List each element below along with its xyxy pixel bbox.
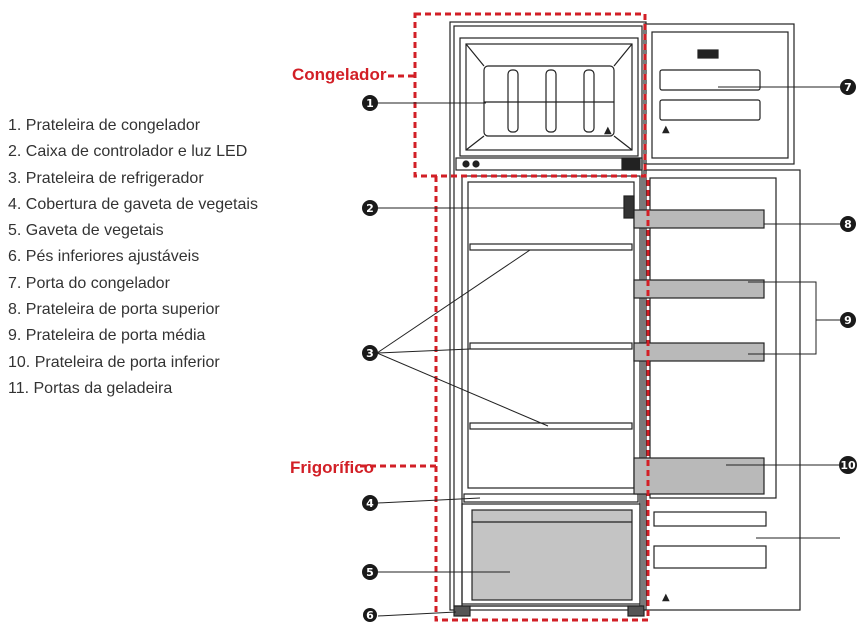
freezer-door-shelf-bottom — [659, 99, 761, 121]
svg-text:2: 2 — [366, 202, 374, 215]
svg-text:▲: ▲ — [662, 592, 670, 603]
legend-item-1: 1. Prateleira de congelador — [8, 117, 201, 134]
freezer-door — [643, 23, 795, 165]
legend-item-8: 8. Prateleira de porta superior — [8, 301, 220, 319]
parts-legend: 1. Prateleira de congelador 2. Caixa de … — [8, 113, 258, 402]
svg-text:8: 8 — [844, 218, 852, 231]
freezer-star-icon: ▲ — [604, 125, 612, 136]
legend-item-4: 4. Cobertura de gaveta de vegetais — [8, 195, 258, 213]
freezer-door-shelf-top — [659, 69, 761, 91]
svg-text:10: 10 — [840, 459, 856, 472]
freezer-highlight — [413, 12, 647, 178]
svg-text:7: 7 — [844, 81, 852, 94]
vegetable-drawer-frame — [461, 503, 641, 605]
door-shelf-middle-2 — [633, 342, 765, 362]
door-shelf-upper — [633, 209, 765, 229]
svg-text:▲: ▲ — [662, 124, 670, 135]
svg-text:9: 9 — [844, 314, 852, 327]
callout-2: 2 — [362, 200, 378, 216]
adjustable-foot-left — [453, 605, 471, 617]
fridge-zone-label: Frigorífico — [290, 458, 375, 477]
legend-item-5: 5. Gaveta de vegetais — [8, 222, 164, 240]
callout-8: 8 — [840, 216, 856, 232]
legend-item-6: 6. Pés inferiores ajustáveis — [8, 248, 200, 266]
control-box — [455, 157, 643, 171]
legend-item-2: 2. Caixa de controlador e luz LED — [8, 143, 248, 161]
svg-text:6: 6 — [366, 609, 374, 622]
fridge-body — [449, 21, 647, 611]
door-shelf-lower — [633, 457, 765, 495]
adjustable-foot-right — [627, 605, 645, 617]
svg-text:1: 1 — [366, 97, 374, 110]
leader-lines — [376, 86, 840, 617]
legend-item-7: 7. Porta do congelador — [8, 274, 170, 292]
freezer-shelf — [483, 65, 615, 137]
fridge-highlight — [434, 176, 650, 622]
callout-9: 9 — [840, 312, 856, 328]
callout-3: 3 — [362, 345, 378, 361]
callout-10: 10 — [839, 456, 857, 474]
svg-text:5: 5 — [366, 566, 374, 579]
crisper-cover — [463, 493, 639, 503]
callout-5: 5 — [362, 564, 378, 580]
freezer-zone-label: Congelador — [292, 65, 387, 84]
door-shelf-middle-1 — [633, 279, 765, 299]
svg-text:3: 3 — [366, 347, 374, 360]
vegetable-drawer — [471, 509, 633, 601]
fridge-shelves — [469, 243, 633, 430]
callout-6: 6 — [363, 608, 377, 622]
led-light — [623, 195, 635, 219]
legend-item-9: 9. Prateleira de porta média — [8, 327, 206, 345]
callout-4: 4 — [362, 495, 378, 511]
legend-item-11: 11. Portas da geladeira — [8, 379, 173, 397]
callout-1: 1 — [362, 95, 378, 111]
svg-text:4: 4 — [366, 497, 374, 510]
fridge-door — [643, 169, 801, 611]
legend-item-3: 3. Prateleira de refrigerador — [8, 169, 204, 187]
callout-7: 7 — [840, 79, 856, 95]
legend-item-10: 10. Prateleira de porta inferior — [8, 353, 220, 371]
freezer-compartment — [459, 37, 639, 157]
